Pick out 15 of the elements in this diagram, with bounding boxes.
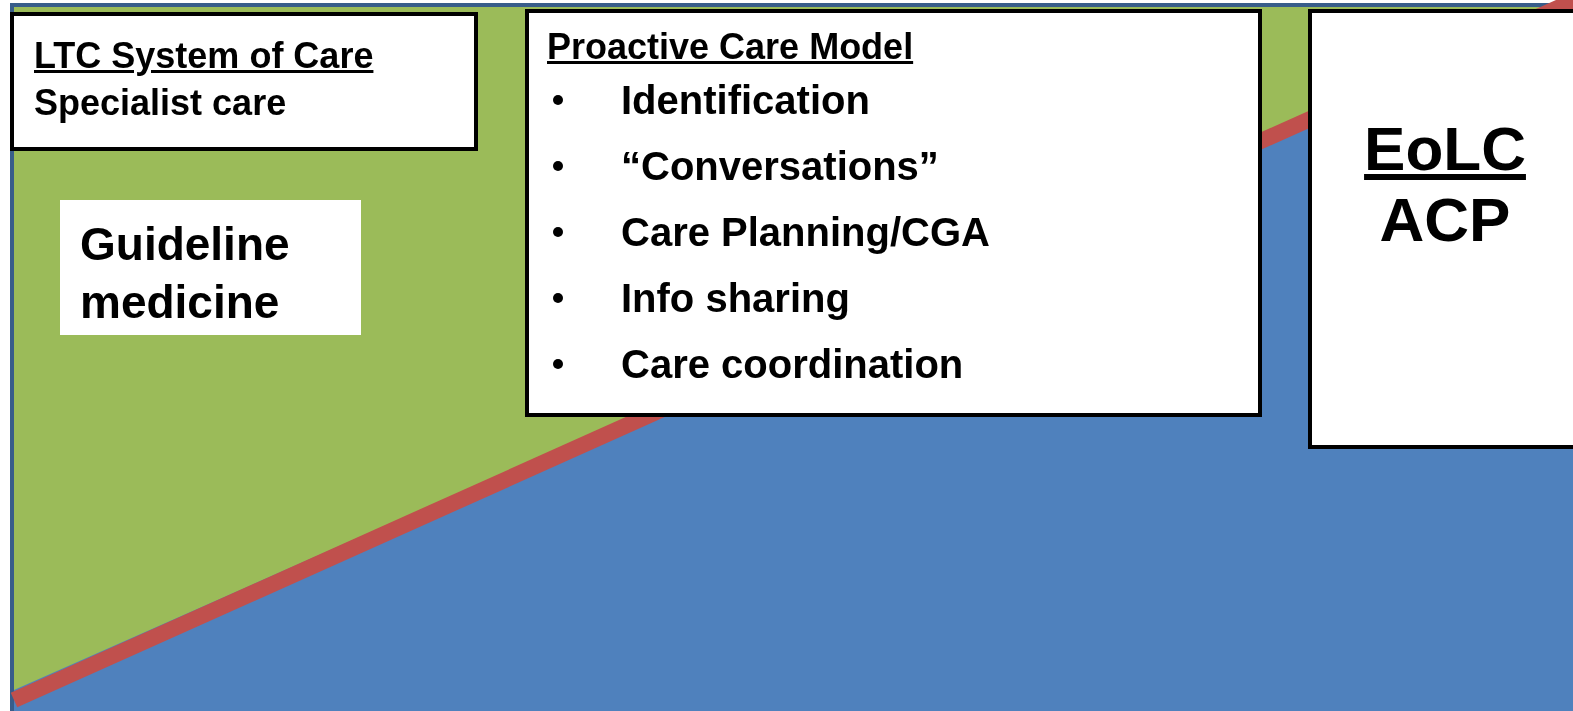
list-item: “Conversations” bbox=[621, 142, 939, 190]
list-item: Care coordination bbox=[621, 340, 964, 388]
box-heading: LTC System of Care bbox=[34, 34, 374, 78]
text-box bbox=[10, 12, 478, 151]
list-item: Info sharing bbox=[621, 274, 850, 322]
box-text: ACP bbox=[1379, 184, 1511, 256]
list-item: Identification bbox=[621, 76, 870, 124]
box-heading: EoLC bbox=[1364, 113, 1526, 185]
list-item: Care Planning/CGA bbox=[621, 208, 990, 256]
box-text: Specialist care bbox=[34, 81, 287, 125]
text-box bbox=[1308, 9, 1573, 449]
box-text: Guideline medicine bbox=[80, 217, 291, 330]
text-box bbox=[525, 9, 1262, 417]
text-box bbox=[60, 200, 361, 335]
box-heading: Proactive Care Model bbox=[547, 27, 914, 67]
